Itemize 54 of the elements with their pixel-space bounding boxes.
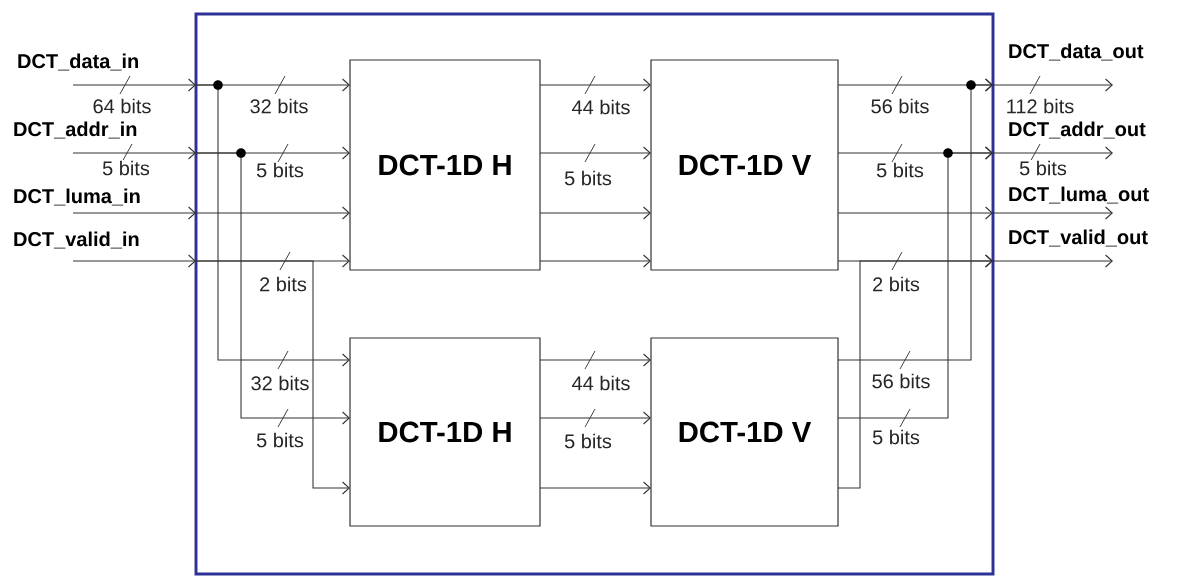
arrow [539, 78, 651, 92]
arrow [539, 146, 651, 160]
arrow [837, 146, 993, 419]
arrow [539, 411, 651, 425]
arrow [195, 206, 350, 220]
process-box: DCT-1D V [650, 59, 839, 271]
arrow [539, 353, 651, 367]
edge-label: 32 bits [249, 375, 311, 391]
arrow [992, 254, 1113, 268]
signal-name: DCT_data_out [1009, 43, 1144, 61]
signal-name: DCT_valid_in [14, 231, 139, 249]
edge-label: 56 bits [870, 373, 932, 389]
edge-label: 64 bits [91, 98, 153, 114]
signal-name: DCT_addr_in [14, 121, 137, 139]
arrow [539, 254, 651, 268]
arrow [539, 206, 651, 220]
edge-label: 56 bits [869, 98, 931, 114]
signal-name: DCT_luma_out [1009, 186, 1149, 204]
signal-name: DCT_luma_in [14, 188, 140, 206]
edge-label: 5 bits [255, 432, 305, 448]
edge-label: 5 bits [871, 429, 921, 445]
edge-label: 5 bits [101, 160, 151, 176]
arrow [72, 146, 196, 160]
edge-label: 2 bits [258, 276, 308, 292]
arrow [992, 78, 1113, 92]
arrow [837, 254, 993, 489]
signal-name: DCT_valid_out [1009, 229, 1148, 247]
arrow [195, 84, 350, 367]
arrow [992, 146, 1113, 160]
edge-label: 5 bits [563, 433, 613, 449]
arrow [992, 206, 1113, 220]
arrow [72, 206, 196, 220]
process-box: DCT-1D H [349, 59, 541, 271]
edge-label: 2 bits [871, 276, 921, 292]
arrow [539, 481, 651, 495]
module-frame [194, 12, 995, 576]
arrow [837, 206, 993, 220]
edge-label: 112 bits [1005, 98, 1075, 114]
edge-label: 44 bits [570, 375, 632, 391]
edge-label: 5 bits [563, 170, 613, 186]
edge-label: 44 bits [570, 99, 632, 115]
arrow [195, 152, 350, 425]
edge-label: 5 bits [255, 162, 305, 178]
edge-label: 5 bits [1018, 160, 1068, 176]
process-box: DCT-1D V [650, 337, 839, 527]
arrow [837, 78, 993, 361]
arrow [195, 260, 350, 495]
process-box: DCT-1D H [349, 337, 541, 527]
edge-label: 5 bits [875, 162, 925, 178]
arrow [72, 254, 196, 268]
arrow [72, 78, 196, 92]
signal-name: DCT_data_in [18, 53, 138, 71]
signal-name: DCT_addr_out [1009, 121, 1146, 139]
edge-label: 32 bits [248, 98, 310, 114]
